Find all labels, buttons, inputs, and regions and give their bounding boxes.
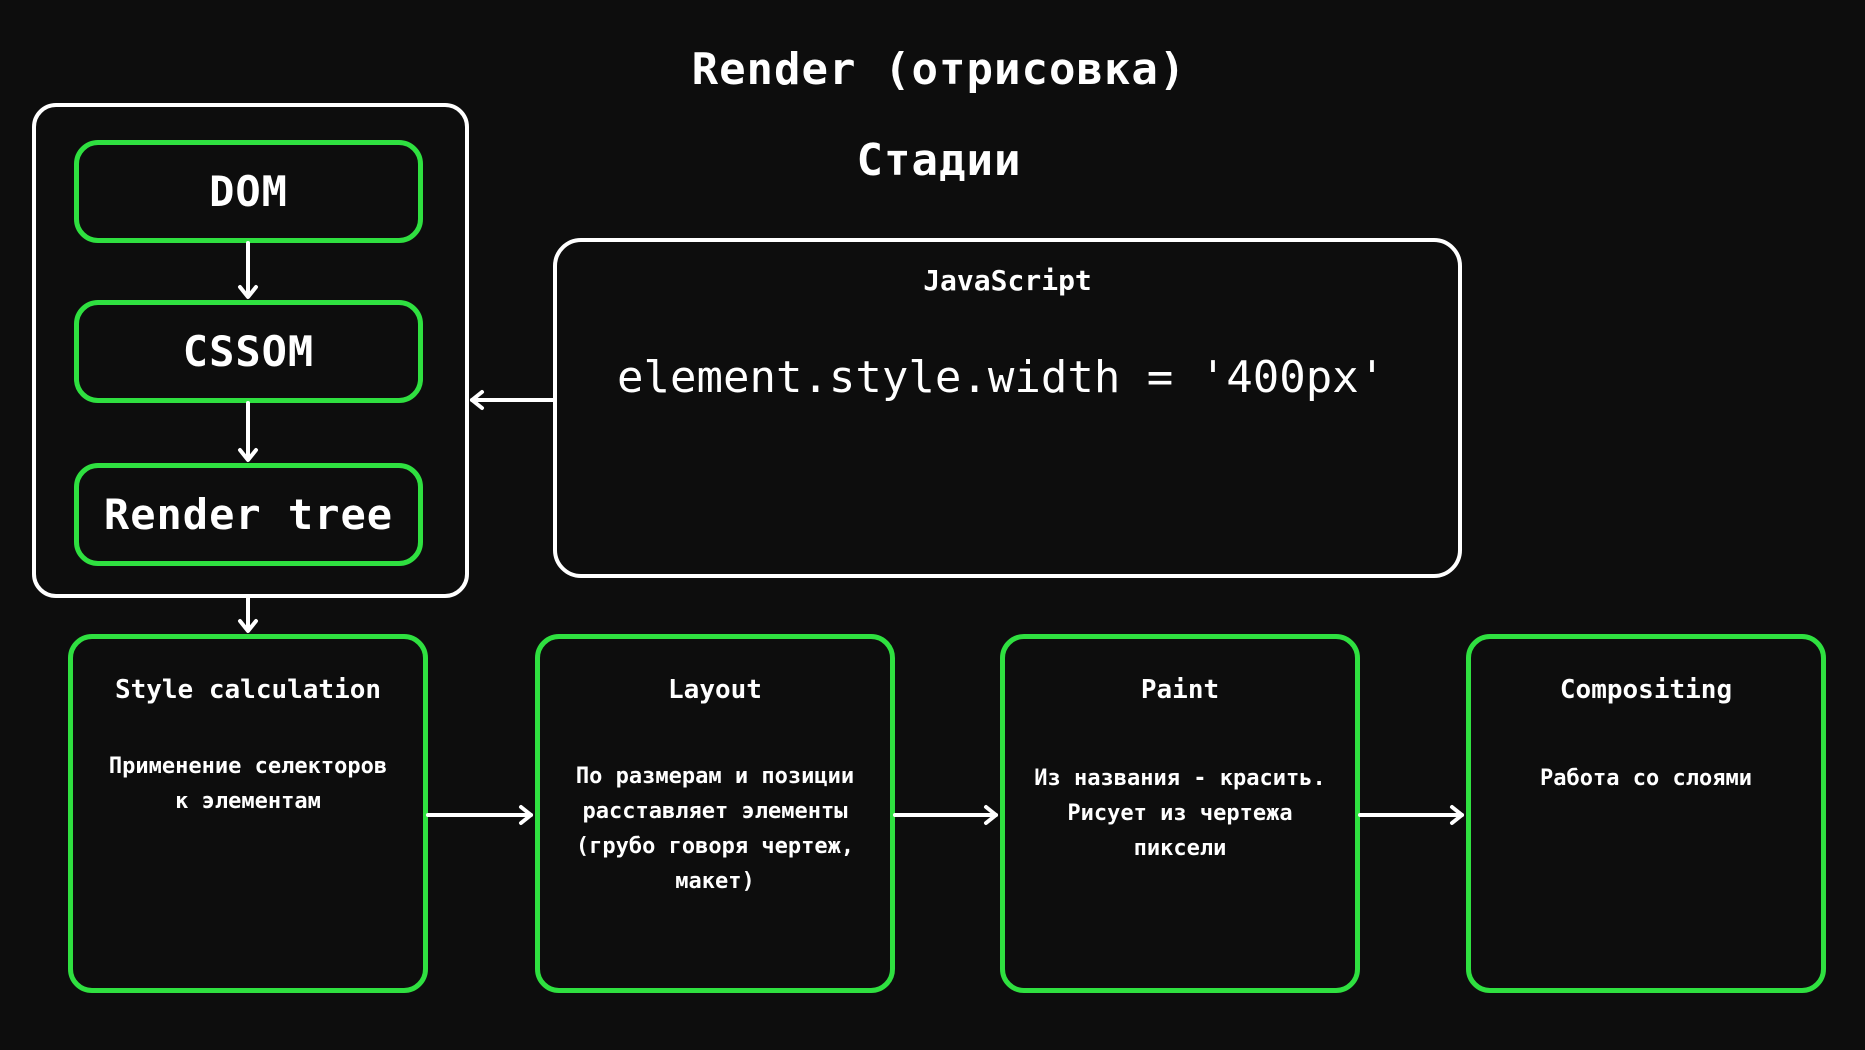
cssom-node-label: CSSOM — [182, 327, 315, 376]
cssom-node: CSSOM — [74, 300, 423, 403]
stage-description: Работа со слоями — [1481, 761, 1811, 796]
arrow-javascript-to-group-head — [470, 390, 484, 410]
dom-node-label: DOM — [209, 167, 288, 216]
render-tree-node: Render tree — [74, 463, 423, 566]
stage-title: Paint — [1140, 675, 1220, 705]
arrow-paint-to-compositing-head — [1450, 805, 1464, 825]
arrow-layout-to-paint-head — [984, 805, 998, 825]
arrow-dom-to-cssom-head — [238, 285, 258, 299]
dom-node: DOM — [74, 140, 423, 243]
stage-description: Применение селекторов к элементам — [83, 749, 413, 819]
arrow-cssom-to-render-tree-head — [238, 448, 258, 462]
javascript-box: JavaScript element.style.width = '400px' — [553, 238, 1462, 578]
pipeline-group — [32, 103, 469, 598]
stage-description: По размерам и позиции расставляет элемен… — [550, 759, 880, 899]
stage-title: Compositing — [1559, 675, 1733, 705]
stage-description-text: Из названия - красить. Рисует из чертежа… — [1034, 766, 1326, 861]
stage-layout: Layout По размерам и позиции расставляет… — [535, 634, 895, 993]
stage-description-text: Применение селекторов к элементам — [108, 754, 388, 814]
javascript-code-snippet: element.style.width = '400px' — [617, 352, 1386, 403]
stage-style-calculation: Style calculation Применение селекторов … — [68, 634, 428, 993]
render-tree-node-label: Render tree — [103, 490, 394, 539]
stage-paint: Paint Из названия - красить. Рисует из ч… — [1000, 634, 1360, 993]
arrow-style-to-layout-head — [519, 805, 533, 825]
stage-description-text: Работа со слоями — [1540, 766, 1752, 791]
diagram-subtitle: Стадии — [856, 135, 1022, 186]
stage-title: Style calculation — [114, 675, 382, 705]
stage-title: Layout — [668, 675, 762, 705]
stage-compositing: Compositing Работа со слоями — [1466, 634, 1826, 993]
stage-description: Из названия - красить. Рисует из чертежа… — [1015, 761, 1345, 866]
javascript-box-title: JavaScript — [923, 264, 1092, 297]
arrow-group-to-style-calculation-head — [238, 619, 258, 633]
diagram-title: Render (отрисовка) — [691, 44, 1187, 95]
stage-description-text: По размерам и позиции расставляет элемен… — [575, 764, 855, 894]
